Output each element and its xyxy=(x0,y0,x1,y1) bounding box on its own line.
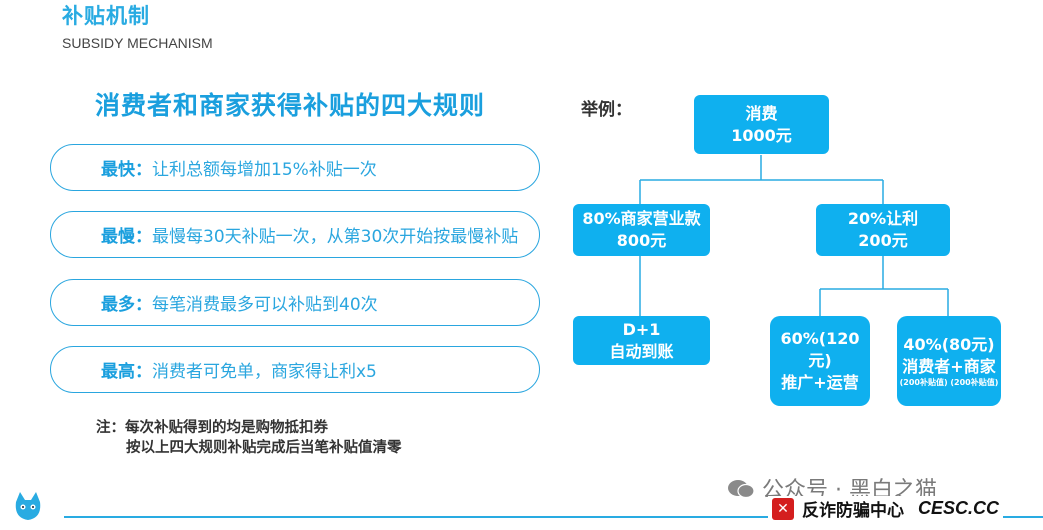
rule-text: 消费者可免单，商家得让利x5 xyxy=(152,362,377,382)
box-line: 推广+运营 xyxy=(781,373,859,392)
rule-key: 最多： xyxy=(101,295,152,315)
box-line: 80%商家营业款 xyxy=(582,209,701,228)
box-line: 40%(80元) xyxy=(903,335,995,354)
brand-domain: CESC.CC xyxy=(918,498,1000,518)
box-consumption: 消费 1000元 xyxy=(694,95,829,154)
box-concession: 20%让利 200元 xyxy=(816,204,950,256)
box-line: 1000元 xyxy=(731,125,792,145)
box-promotion-ops: 60%(120元) 推广+运营 xyxy=(770,316,870,406)
box-subtext: (200补贴值) (200补贴值) xyxy=(899,378,999,387)
rule-text: 让利总额每增加15%补贴一次 xyxy=(152,160,377,180)
section-subtitle: SUBSIDY MECHANISM xyxy=(62,35,213,51)
box-line: D+1 xyxy=(622,319,661,339)
rule-key: 最快： xyxy=(101,160,152,180)
brand-footer: ✕ 反诈防骗中心 CESC.CC xyxy=(768,496,1004,521)
section-title: 补贴机制 xyxy=(62,4,150,28)
cat-mascot-icon xyxy=(10,488,46,524)
rule-highest: 最高： 消费者可免单，商家得让利x5 xyxy=(50,346,540,393)
box-merchant-revenue: 80%商家营业款 800元 xyxy=(573,204,710,256)
box-line: 自动到账 xyxy=(609,341,674,361)
anti-fraud-logo-icon: ✕ xyxy=(772,497,794,520)
footnote-line-1: 注：每次补贴得到的均是购物抵扣券 xyxy=(96,420,328,436)
rule-most: 最多： 每笔消费最多可以补贴到40次 xyxy=(50,279,540,326)
box-line: 20%让利 xyxy=(847,209,919,228)
box-auto-settlement: D+1 自动到账 xyxy=(573,316,710,365)
box-line: 200元 xyxy=(858,231,908,250)
box-line: 800元 xyxy=(616,231,667,250)
footnote: 注：每次补贴得到的均是购物抵扣券 按以上四大规则补贴完成后当笔补贴值清零 xyxy=(96,418,402,458)
box-line: 消费者+商家 xyxy=(902,357,996,376)
wechat-icon xyxy=(727,478,762,503)
box-line: 60%(120元) xyxy=(780,329,860,370)
rule-slowest: 最慢： 最慢每30天补贴一次，从第30次开始按最慢补贴 xyxy=(50,211,540,258)
rules-headline: 消费者和商家获得补贴的四大规则 xyxy=(95,91,486,120)
footer-divider xyxy=(64,516,1043,518)
footnote-line-2: 按以上四大规则补贴完成后当笔补贴值清零 xyxy=(126,440,402,456)
brand-name: 反诈防骗中心 xyxy=(802,501,904,521)
rule-key: 最慢： xyxy=(101,227,152,247)
rule-fastest: 最快： 让利总额每增加15%补贴一次 xyxy=(50,144,540,191)
rule-text: 最慢每30天补贴一次，从第30次开始按最慢补贴 xyxy=(152,227,519,247)
box-consumer-merchant: 40%(80元) 消费者+商家 (200补贴值) (200补贴值) xyxy=(897,316,1001,406)
box-line: 消费 xyxy=(745,103,778,123)
rule-key: 最高： xyxy=(101,362,152,382)
example-label: 举例： xyxy=(581,100,632,120)
rule-text: 每笔消费最多可以补贴到40次 xyxy=(152,295,378,315)
